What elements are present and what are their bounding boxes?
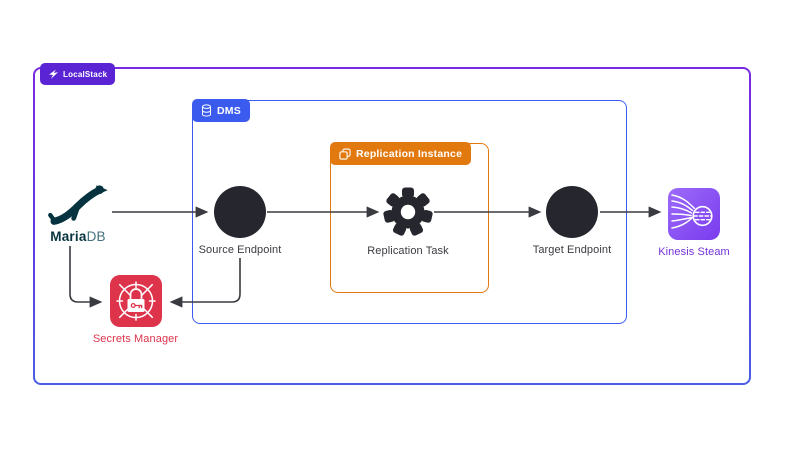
localstack-logo-icon xyxy=(49,69,59,79)
replication-task-label: Replication Task xyxy=(367,245,449,257)
kinesis-stream-label: Kinesis Steam xyxy=(658,246,730,258)
node-kinesis-stream: Kinesis Steam xyxy=(658,188,730,258)
localstack-badge: LocalStack xyxy=(40,63,116,85)
localstack-badge-label: LocalStack xyxy=(63,69,108,79)
node-target-endpoint: Target Endpoint xyxy=(533,186,611,256)
node-replication-task: Replication Task xyxy=(367,185,449,257)
node-source-endpoint: Source Endpoint xyxy=(199,186,281,256)
localstack-container-box xyxy=(33,67,751,385)
secrets-manager-label: Secrets Manager xyxy=(92,333,179,345)
replication-instance-badge: Replication Instance xyxy=(330,142,472,165)
dms-badge-label: DMS xyxy=(217,104,241,117)
node-secrets-manager: Secrets Manager xyxy=(93,275,178,345)
dms-badge: DMS xyxy=(192,99,250,122)
secrets-manager-lock-icon xyxy=(109,275,162,327)
mariadb-label: MariaDB xyxy=(50,229,106,244)
gear-icon xyxy=(383,187,433,236)
target-endpoint-label: Target Endpoint xyxy=(532,244,612,256)
kinesis-streams-icon xyxy=(668,188,720,240)
source-endpoint-circle-icon xyxy=(214,186,266,238)
target-endpoint-circle-icon xyxy=(546,186,598,238)
database-icon xyxy=(201,104,212,117)
source-endpoint-label: Source Endpoint xyxy=(198,244,282,256)
mariadb-seal-icon xyxy=(48,185,108,225)
replication-instance-badge-label: Replication Instance xyxy=(356,147,463,160)
instances-icon xyxy=(339,148,351,160)
node-mariadb: MariaDB xyxy=(45,183,111,244)
